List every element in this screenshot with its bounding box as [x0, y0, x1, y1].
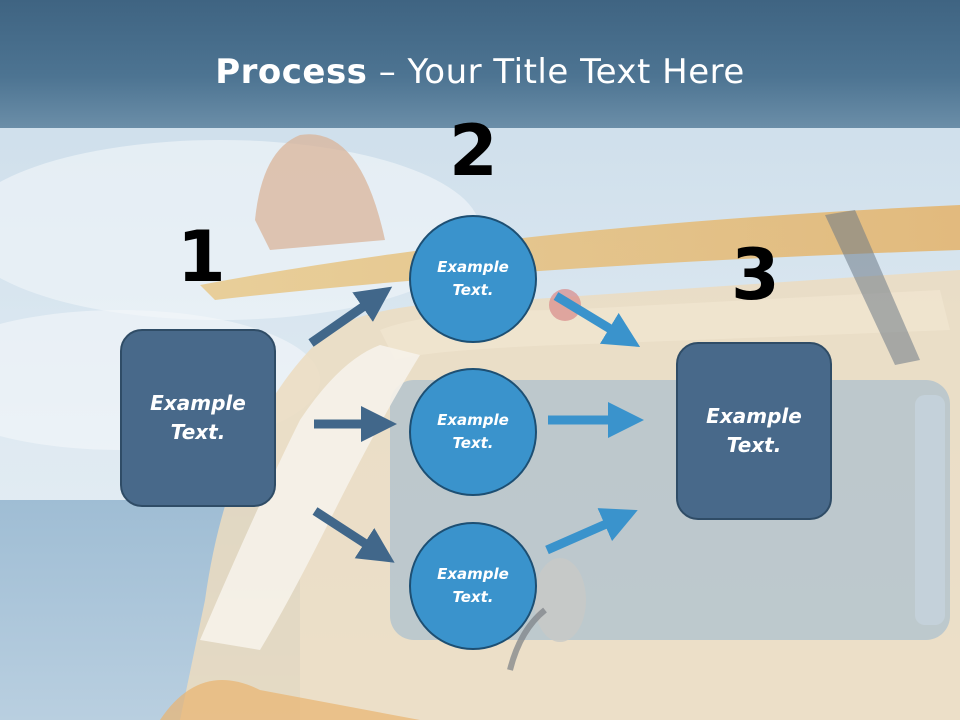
circle-middle-text: Example Text. — [437, 411, 509, 452]
circle-top-text: Example Text. — [437, 258, 509, 299]
step-2-circle-bottom: Example Text. — [409, 522, 537, 650]
step-3-text: Example Text. — [706, 404, 802, 457]
page-title: Process – Your Title Text Here — [0, 52, 960, 92]
step-1-text: Example Text. — [150, 391, 246, 444]
step-2-circle-middle: Example Text. — [409, 368, 537, 496]
step-number-1: 1 — [177, 216, 226, 298]
arrow-1-to-bottom-icon — [312, 507, 395, 563]
title-rest: – Your Title Text Here — [367, 52, 745, 92]
title-bar — [0, 0, 960, 128]
step-2-circle-top: Example Text. — [409, 215, 537, 343]
step-1-box: Example Text. — [120, 329, 276, 507]
step-number-3: 3 — [731, 234, 780, 316]
title-bold: Process — [215, 52, 368, 92]
arrow-top-to-3-icon — [553, 292, 641, 348]
step-3-box: Example Text. — [676, 342, 832, 520]
arrow-bottom-to-3-icon — [545, 508, 638, 555]
circle-bottom-text: Example Text. — [437, 565, 509, 606]
arrow-1-to-top-icon — [308, 286, 393, 347]
step-number-2: 2 — [449, 110, 498, 192]
